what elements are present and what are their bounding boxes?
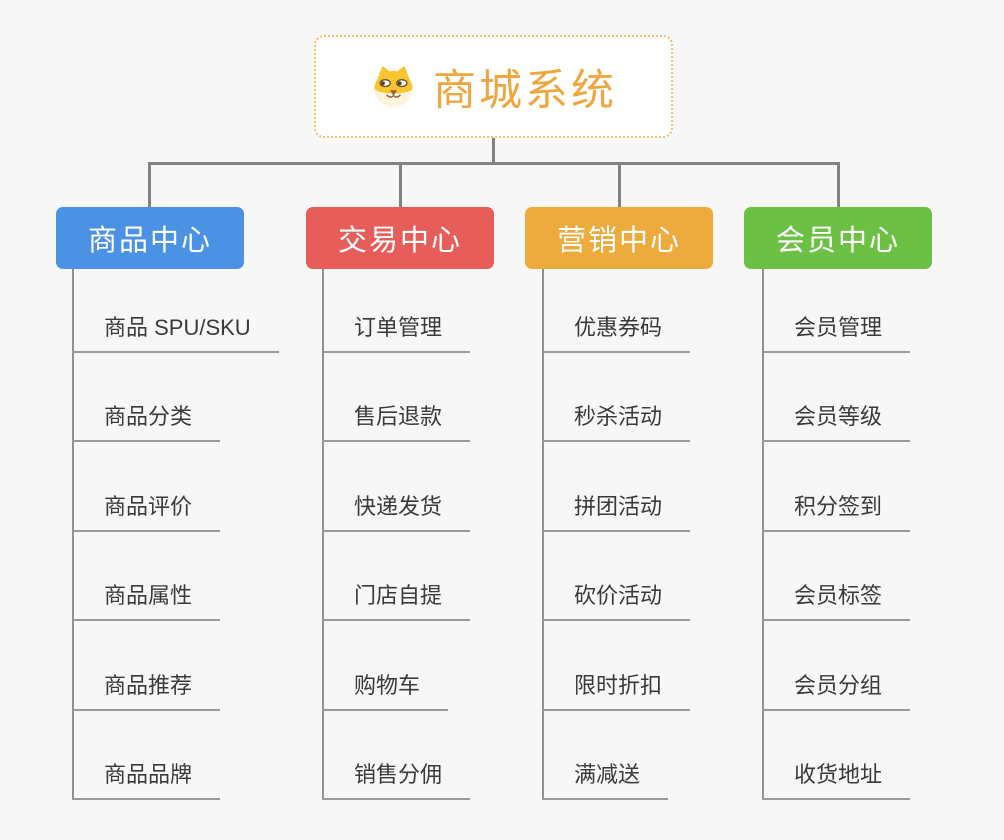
leaf-product-attribute[interactable]: 商品属性 [72, 581, 221, 621]
leaf-sales-commission[interactable]: 销售分佣 [322, 760, 471, 800]
leaf-shopping-cart[interactable]: 购物车 [322, 671, 449, 711]
rail-product-children [72, 268, 74, 800]
connector-root-stem [492, 138, 495, 165]
leaf-product-review[interactable]: 商品评价 [72, 492, 221, 532]
rail-member-children [762, 268, 764, 800]
leaf-aftersale-refund[interactable]: 售后退款 [322, 402, 471, 442]
leaf-coupon-code[interactable]: 优惠券码 [542, 313, 691, 353]
connector-drop-product [148, 163, 151, 208]
leaf-group-buy[interactable]: 拼团活动 [542, 492, 691, 532]
leaf-product-category[interactable]: 商品分类 [72, 402, 221, 442]
leaf-member-management[interactable]: 会员管理 [762, 313, 911, 353]
leaf-product-brand[interactable]: 商品品牌 [72, 760, 221, 800]
leaf-points-checkin[interactable]: 积分签到 [762, 492, 911, 532]
leaf-express-delivery[interactable]: 快递发货 [322, 492, 471, 532]
leaf-store-pickup[interactable]: 门店自提 [322, 581, 471, 621]
leaf-limited-time-discount[interactable]: 限时折扣 [542, 671, 691, 711]
branch-member-center[interactable]: 会员中心 [744, 207, 932, 269]
rail-trade-children [322, 268, 324, 800]
leaf-member-level[interactable]: 会员等级 [762, 402, 911, 442]
leaf-full-reduction[interactable]: 满减送 [542, 760, 669, 800]
root-node[interactable]: 商城系统 [314, 35, 673, 138]
connector-drop-member [837, 163, 840, 208]
leaf-product-recommend[interactable]: 商品推荐 [72, 671, 221, 711]
leaf-member-group[interactable]: 会员分组 [762, 671, 911, 711]
connector-drop-marketing [618, 163, 621, 208]
connector-drop-trade [399, 163, 402, 208]
dog-face-icon [374, 65, 413, 108]
root-title: 商城系统 [433, 66, 617, 115]
leaf-bargain-activity[interactable]: 砍价活动 [542, 581, 691, 621]
branch-marketing-center[interactable]: 营销中心 [525, 207, 713, 269]
leaf-shipping-address[interactable]: 收货地址 [762, 760, 911, 800]
leaf-product-spu-sku[interactable]: 商品 SPU/SKU [72, 313, 279, 353]
leaf-flash-sale[interactable]: 秒杀活动 [542, 402, 691, 442]
leaf-order-management[interactable]: 订单管理 [322, 313, 471, 353]
branch-product-center[interactable]: 商品中心 [56, 207, 244, 269]
connector-horizontal-bar [148, 162, 840, 165]
branch-trade-center[interactable]: 交易中心 [306, 207, 494, 269]
rail-marketing-children [542, 268, 544, 800]
leaf-member-tag[interactable]: 会员标签 [762, 581, 911, 621]
